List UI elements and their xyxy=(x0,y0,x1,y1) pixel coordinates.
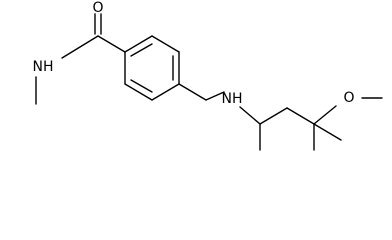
bonds xyxy=(35,13,383,151)
ring-inner-1 xyxy=(130,43,153,57)
ring-bond-5 xyxy=(124,83,153,101)
bond-ch2-nh xyxy=(205,91,225,101)
structure-diagram: O NH NH O xyxy=(33,0,383,151)
atom-ether-oxygen: O xyxy=(343,90,354,106)
bond-ch2-cq xyxy=(286,107,315,125)
bond-nh-ch xyxy=(239,106,261,125)
bond-ch-ch2 xyxy=(259,107,288,125)
bond-cq-o xyxy=(313,105,337,125)
atom-amine-nitrogen: NH xyxy=(222,91,243,107)
bond-cq-methyl-right xyxy=(313,123,342,141)
atom-amide-nitrogen: NH xyxy=(33,59,54,75)
ring-bond-4 xyxy=(151,83,180,101)
ring-bond-1 xyxy=(124,35,153,53)
bond-c-n-amide xyxy=(61,35,99,59)
ring-bond-2 xyxy=(151,35,180,53)
atom-carbonyl-oxygen: O xyxy=(92,0,103,16)
bond-c-ring xyxy=(97,35,126,53)
bond-ring-ch2 xyxy=(178,83,207,101)
atom-labels: O NH NH O xyxy=(33,0,355,107)
molecule-canvas: O NH NH O xyxy=(33,0,383,151)
ring-inner-3 xyxy=(130,79,153,93)
